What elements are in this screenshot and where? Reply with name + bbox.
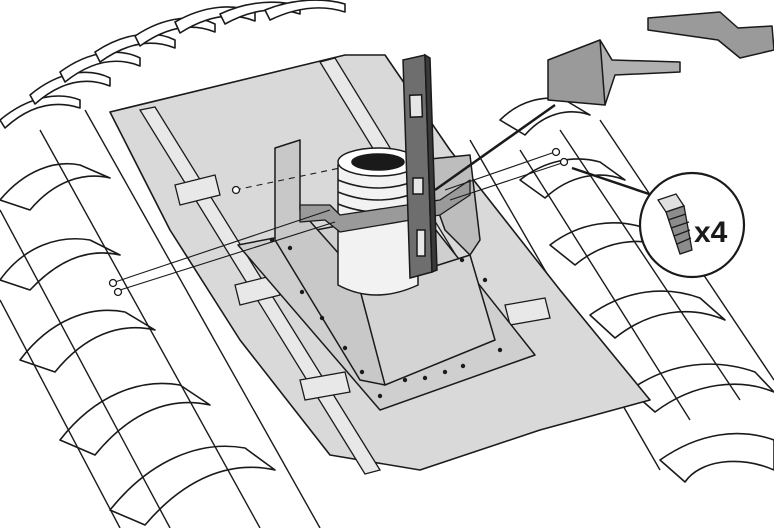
rivets xyxy=(269,237,503,399)
fixing-bracket xyxy=(299,179,471,233)
self-drilling-screw-icon xyxy=(656,193,693,255)
spirit-level-icon xyxy=(402,53,438,279)
screw-paths xyxy=(114,151,563,291)
screws xyxy=(108,147,569,297)
mounting-bracket-icon xyxy=(547,11,774,106)
bracket-pointer xyxy=(434,103,556,192)
screw-callout: x4 xyxy=(638,171,746,279)
quantity-label: x4 xyxy=(694,216,728,249)
callout-pointer xyxy=(571,166,653,197)
chimney-pipe-icon xyxy=(337,147,419,296)
